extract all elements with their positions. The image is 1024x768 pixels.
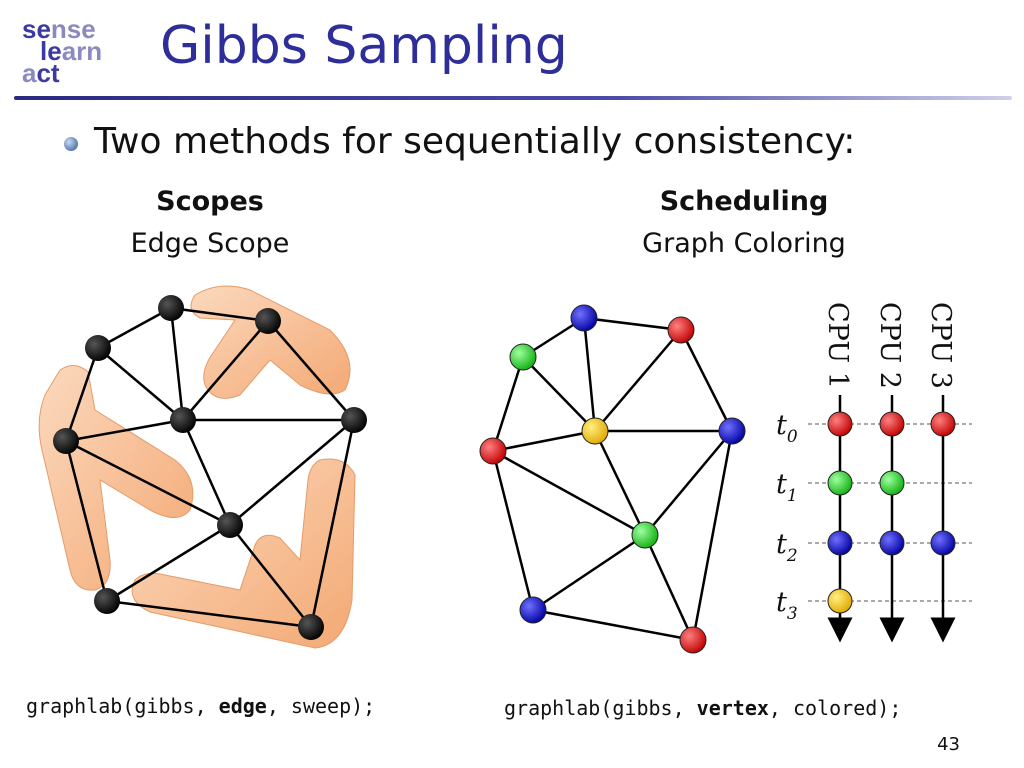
scopes-heading: Scopes	[156, 186, 264, 217]
schedule-nodes	[827, 411, 956, 614]
green-node	[509, 343, 537, 371]
logo-line-3: act	[22, 60, 122, 86]
edge-scope-nodes	[53, 295, 367, 640]
cpu1-t2-blue	[827, 530, 853, 556]
scope-left	[38, 365, 194, 591]
vertex-code-suffix: , colored);	[768, 696, 902, 720]
cpu-3-label: CPU 3	[925, 302, 956, 389]
edge-scope-edges	[64, 306, 356, 629]
time-label-t2: t2	[776, 529, 798, 566]
time-label-t0: t0	[776, 410, 798, 447]
logo-line-3-b: ct	[36, 58, 60, 88]
graph-node	[298, 614, 324, 640]
blue-node	[570, 304, 598, 332]
cpu3-t0-red	[930, 411, 956, 437]
edge-code-prefix: graphlab(gibbs,	[26, 694, 219, 718]
coloring-edges	[491, 316, 734, 642]
cpu2-t2-blue	[879, 530, 905, 556]
graph-node	[217, 512, 243, 538]
cpu2-t0-red	[879, 411, 905, 437]
time-gridlines	[808, 423, 972, 602]
green-node	[631, 521, 659, 549]
yellow-node	[581, 417, 609, 445]
graph-node	[255, 308, 281, 334]
blue-node	[519, 596, 547, 624]
graph-node	[170, 407, 196, 433]
cpu-2-label: CPU 2	[874, 302, 905, 389]
vertex-code-keyword: vertex	[696, 696, 769, 720]
red-node	[679, 626, 707, 654]
bullet-icon	[64, 137, 78, 151]
logo-line-1-b: nse	[50, 14, 96, 44]
cpu-1-label: CPU 1	[822, 302, 853, 389]
slide-title: Gibbs Sampling	[160, 16, 568, 76]
red-node	[479, 437, 507, 465]
cpu1-t3-yellow	[827, 588, 853, 614]
graph-coloring-subheading: Graph Coloring	[642, 228, 846, 259]
edge-code-keyword: edge	[218, 694, 267, 718]
coloring-nodes	[479, 304, 746, 654]
cpu1-t0-red	[827, 411, 853, 437]
graph-node	[341, 407, 367, 433]
graph-node	[85, 335, 111, 361]
vertex-code: graphlab(gibbs, vertex, colored);	[504, 696, 901, 720]
time-label-t3: t3	[776, 587, 798, 624]
graph-coloring-diagram: CPU 1 CPU 2 CPU 3 t0 t1 t2 t3	[479, 302, 972, 654]
bullet-text: Two methods for sequentially consistency…	[94, 121, 856, 162]
logo: sense learn act	[22, 16, 122, 90]
cpu1-t1-green	[827, 470, 853, 496]
edge-code: graphlab(gibbs, edge, sweep);	[26, 694, 375, 718]
graph-node	[94, 588, 120, 614]
edge-code-suffix: , sweep);	[266, 694, 376, 718]
scope-highlights	[38, 285, 356, 649]
time-label-t1: t1	[776, 469, 798, 506]
logo-line-1-a: se	[22, 14, 51, 44]
page-number: 43	[937, 734, 960, 755]
edge-scope-subheading: Edge Scope	[130, 228, 290, 259]
scope-right-bottom	[131, 458, 356, 649]
time-labels: t0 t1 t2 t3	[776, 410, 798, 624]
edge-scope-diagram	[38, 285, 367, 649]
scheduling-heading: Scheduling	[659, 186, 829, 217]
graph-node	[158, 295, 184, 321]
title-underline	[14, 96, 1012, 100]
logo-line-2-b: arn	[61, 36, 103, 66]
logo-line-2: learn	[22, 38, 122, 64]
vertex-code-prefix: graphlab(gibbs,	[504, 696, 697, 720]
logo-line-1: sense	[22, 16, 122, 42]
blue-node	[718, 417, 746, 445]
logo-line-2-a: le	[40, 36, 62, 66]
cpu3-t2-blue	[930, 530, 956, 556]
red-node	[667, 316, 695, 344]
logo-line-3-a: a	[22, 58, 37, 88]
graph-node	[53, 428, 79, 454]
cpu2-t1-green	[879, 470, 905, 496]
